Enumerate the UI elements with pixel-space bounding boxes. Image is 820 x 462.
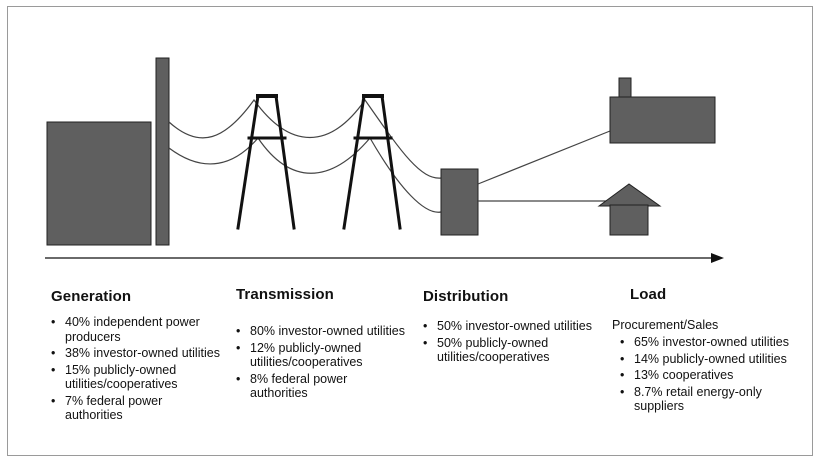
- column-subtitle: Procurement/Sales: [612, 318, 719, 332]
- list-item: 8.7% retail energy-only suppliers: [620, 385, 807, 414]
- distribution-column: Distribution 50% investor-owned utilitie…: [423, 288, 603, 365]
- diagram-frame: [7, 6, 813, 456]
- transmission-tower-2: [342, 94, 402, 230]
- column-title: Generation: [51, 288, 132, 305]
- house-roof: [597, 183, 662, 207]
- list-item: 13% cooperatives: [620, 368, 807, 383]
- list-item: 38% investor-owned utilities: [51, 346, 221, 361]
- house-body: [609, 204, 649, 236]
- factory-building: [609, 96, 716, 144]
- column-title: Transmission: [236, 286, 334, 303]
- line-to-factory: [477, 130, 611, 185]
- list-item: 40% independent power producers: [51, 315, 221, 344]
- list-item: 65% investor-owned utilities: [620, 335, 807, 350]
- column-title: Load: [630, 286, 667, 303]
- bullet-list: 65% investor-owned utilities 14% publicl…: [612, 335, 807, 414]
- list-item: 14% publicly-owned utilities: [620, 352, 807, 367]
- list-item: 50% investor-owned utilities: [423, 319, 603, 334]
- generation-stack: [155, 57, 170, 246]
- upper-power-line: [168, 98, 442, 179]
- bullet-list: 50% investor-owned utilities 50% publicl…: [423, 319, 603, 365]
- list-item: 7% federal power authorities: [51, 394, 221, 423]
- bullet-list: 80% investor-owned utilities 12% publicl…: [236, 324, 406, 401]
- flow-arrow-head: [711, 253, 724, 263]
- lower-power-line: [168, 136, 442, 213]
- distribution-substation: [440, 168, 479, 236]
- list-item: 50% publicly-owned utilities/cooperative…: [423, 336, 603, 365]
- bullet-list: 40% independent power producers 38% inve…: [51, 315, 221, 423]
- list-item: 12% publicly-owned utilities/cooperative…: [236, 341, 406, 370]
- column-title: Distribution: [423, 288, 509, 305]
- generation-plant: [46, 121, 152, 246]
- transmission-tower-1: [236, 94, 296, 230]
- list-item: 80% investor-owned utilities: [236, 324, 406, 339]
- generation-column: Generation 40% independent power produce…: [51, 288, 221, 423]
- list-item: 15% publicly-owned utilities/cooperative…: [51, 363, 221, 392]
- list-item: 8% federal power authorities: [236, 372, 406, 401]
- load-column: Load Procurement/Sales 65% investor-owne…: [612, 286, 807, 414]
- transmission-column: Transmission 80% investor-owned utilitie…: [236, 286, 406, 401]
- factory-chimney: [618, 77, 632, 98]
